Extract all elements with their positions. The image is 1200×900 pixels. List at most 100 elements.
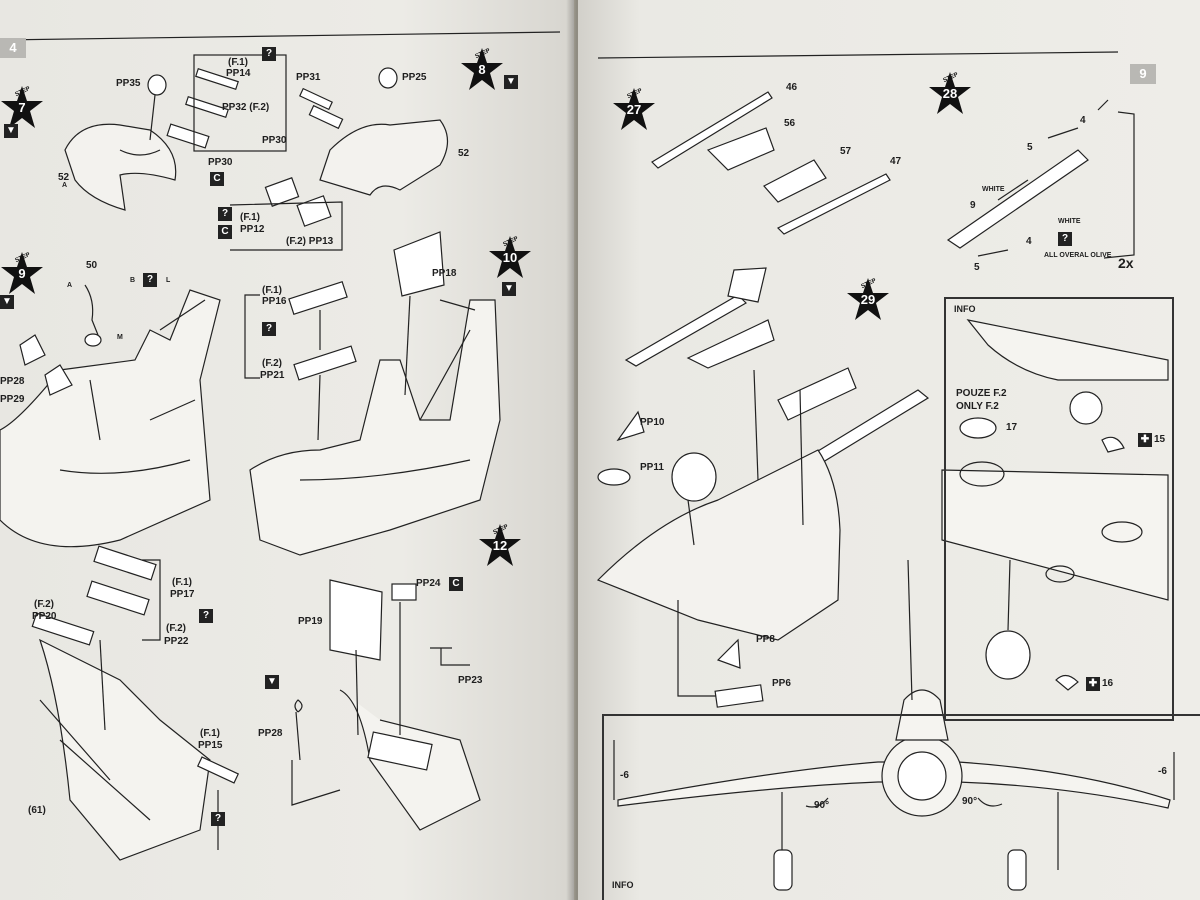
part-label: PP28	[0, 376, 25, 387]
part-label: 4	[1026, 236, 1032, 247]
part-label: PP35	[116, 78, 141, 89]
callout-letter: A	[67, 282, 73, 289]
variant-label: (F.1)	[200, 728, 220, 739]
part-label: 4	[1080, 115, 1086, 126]
step-badge-8: STEP 8	[460, 48, 504, 92]
part-label: PP18	[432, 268, 457, 279]
variant-label: (F.2)	[166, 623, 186, 634]
right-page-line-art	[596, 51, 1175, 891]
variant-label: (F.1)	[262, 285, 282, 296]
part-label: PP10	[640, 417, 665, 428]
step-badge-27: STEP 27	[612, 88, 656, 132]
part-label: 52	[58, 172, 70, 183]
step-badge-9: STEP 9	[0, 252, 44, 296]
part-label: PP30	[262, 135, 287, 146]
part-label: PP12	[240, 224, 265, 235]
part-label: PP17	[170, 589, 195, 600]
decal-icon: C	[449, 577, 463, 591]
part-label: PP16	[262, 296, 287, 307]
variant-label: (F.2)	[34, 599, 54, 610]
part-label: 52	[458, 148, 470, 159]
glue-icon: ▼	[0, 295, 14, 309]
part-label: 9	[970, 200, 976, 211]
part-label: PP25	[402, 72, 427, 83]
part-label: 15	[1154, 434, 1166, 445]
info-panel-front-view	[602, 714, 1200, 900]
dimension-label: -6	[1158, 766, 1167, 777]
help-icon: ?	[143, 273, 157, 287]
callout-letter: M	[117, 334, 123, 341]
help-icon: ?	[211, 812, 225, 826]
part-label: 16	[1102, 678, 1114, 689]
part-label: (F.2) PP13	[286, 236, 334, 247]
part-label: 5	[1027, 142, 1033, 153]
variant-label: (F.1)	[228, 57, 248, 68]
info-title: INFO	[954, 304, 976, 314]
reference-label: (61)	[28, 805, 46, 816]
variant-label: (F.1)	[172, 577, 192, 588]
step-badge-10: STEP 10	[488, 236, 532, 280]
part-label: PP22	[164, 636, 189, 647]
callout-letter: A	[62, 182, 68, 189]
part-label: PP24	[416, 578, 441, 589]
left-page-line-art	[0, 31, 561, 861]
page-number-tab: 4	[0, 38, 26, 58]
info-panel-landing-gear	[944, 297, 1174, 721]
part-label: 5	[974, 262, 980, 273]
help-icon: ?	[218, 207, 232, 221]
glue-icon: ▼	[4, 124, 18, 138]
part-label: 47	[890, 156, 902, 167]
callout-letter: L	[166, 277, 171, 284]
color-label: WHITE	[982, 186, 1005, 193]
decal-icon: C	[210, 172, 224, 186]
quantity-label: 2x	[1118, 255, 1134, 271]
part-label: PP28	[258, 728, 283, 739]
part-label: 17	[1006, 422, 1018, 433]
help-icon: ?	[1058, 232, 1072, 246]
color-note: ALL OVERAL OLIVE	[1044, 252, 1112, 259]
part-label: PP19	[298, 616, 323, 627]
part-label: PP23	[458, 675, 483, 686]
part-label: PP21	[260, 370, 285, 381]
part-label: PP20	[32, 611, 57, 622]
step-badge-7: STEP 7	[0, 86, 44, 130]
color-label: WHITE	[1058, 218, 1081, 225]
left-instruction-page: 4 STEP 7 STEP 8 STEP 9 STEP 10 STEP 12 ▼…	[0, 0, 574, 900]
right-instruction-page: 9 STEP 27 STEP 28 STEP 29 ? 46 56 57 47 …	[578, 0, 1200, 900]
decal-icon: ✚	[1086, 677, 1100, 691]
part-label: 46	[786, 82, 798, 93]
variant-label: (F.2)	[262, 358, 282, 369]
step-badge-12: STEP 12	[478, 524, 522, 568]
help-icon: ?	[262, 47, 276, 61]
part-label: PP15	[198, 740, 223, 751]
page-number-tab: 9	[1130, 64, 1156, 84]
part-label: PP11	[640, 462, 664, 473]
part-label: PP14	[226, 68, 251, 79]
glue-icon: ▼	[504, 75, 518, 89]
part-label: PP8	[756, 634, 775, 645]
angle-label: 90°	[962, 796, 978, 807]
help-icon: ?	[262, 322, 276, 336]
callout-letter: B	[130, 277, 136, 284]
angle-label: 90°	[814, 800, 830, 811]
part-label: PP30	[208, 157, 233, 168]
part-label: PP32 (F.2)	[222, 102, 270, 113]
info-title: INFO	[612, 880, 634, 890]
variant-note: ONLY F.2	[956, 401, 999, 412]
decal-icon: ✚	[1138, 433, 1152, 447]
help-icon: ?	[199, 609, 213, 623]
decal-icon: C	[218, 225, 232, 239]
variant-label: (F.1)	[240, 212, 260, 223]
glue-icon: ▼	[502, 282, 516, 296]
part-label: PP29	[0, 394, 25, 405]
part-label: PP31	[296, 72, 321, 83]
part-label: 50	[86, 260, 98, 271]
step-badge-28: STEP 28	[928, 72, 972, 116]
part-label: 57	[840, 146, 852, 157]
part-label: PP6	[772, 678, 791, 689]
variant-note: POUZE F.2	[956, 388, 1007, 399]
part-label: 56	[784, 118, 796, 129]
step-badge-29: STEP 29	[846, 278, 890, 322]
glue-icon: ▼	[265, 675, 279, 689]
dimension-label: -6	[620, 770, 629, 781]
